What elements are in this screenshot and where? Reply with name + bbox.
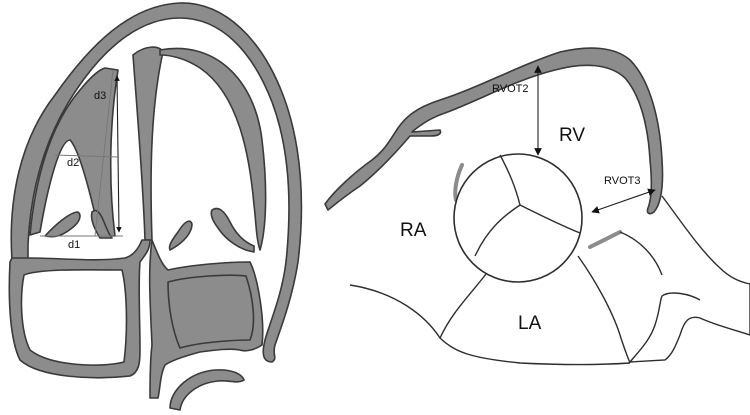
label-la: LA (518, 313, 542, 334)
left-ventricle-wall (29, 67, 119, 237)
label-rvot2: RVOT2 (492, 83, 528, 95)
pulmonary-artery (628, 195, 750, 363)
rvot3-arrow (591, 188, 656, 214)
left-atrium-wall (8, 239, 151, 379)
label-ra: RA (400, 220, 427, 241)
valve-cusp-lines (474, 154, 581, 257)
label-d2: d2 (67, 157, 79, 169)
la-right-wall (577, 255, 631, 364)
septal-arc-left (453, 163, 464, 202)
ra-la-boundary (349, 284, 631, 366)
label-rv: RV (559, 125, 585, 146)
d3-measurement-line (94, 69, 114, 237)
outer-myocardial-wall (10, 2, 303, 363)
mitral-leaflet-left (44, 211, 81, 238)
rv-inner-line (619, 231, 663, 276)
label-d1: d1 (68, 239, 80, 251)
right-ventricle-wall (159, 47, 267, 251)
tricuspid-leaflet-right (210, 207, 255, 253)
label-rvot3: RVOT3 (604, 175, 640, 187)
d3-arrow (114, 75, 122, 233)
right-atrium-wall (148, 239, 264, 399)
interventricular-septum (132, 46, 164, 241)
label-d3: d3 (94, 90, 106, 102)
septal-arc-right (588, 230, 622, 249)
la-upper-wall (439, 273, 487, 339)
right-heart-diagram: RVOT2 RVOT3 RV RA LA (324, 47, 750, 366)
descending-vessel (169, 369, 245, 411)
tricuspid-leaflet-left (168, 220, 193, 251)
left-heart-diagram: d3 d2 d1 (8, 2, 303, 411)
d2-measurement-line (54, 154, 119, 158)
aortic-valve (453, 153, 583, 283)
